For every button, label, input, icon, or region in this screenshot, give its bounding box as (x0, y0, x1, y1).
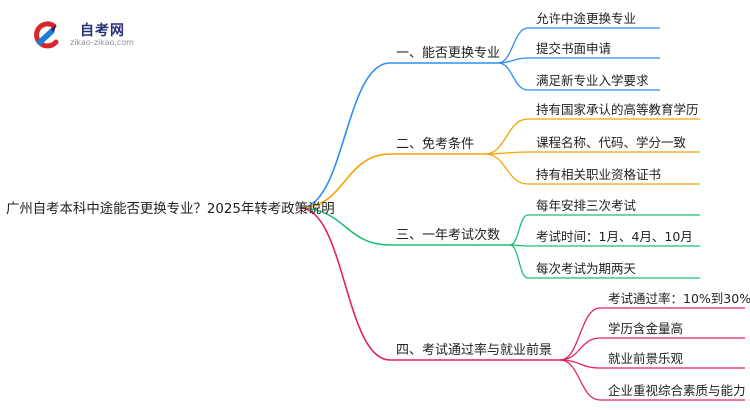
leaf-topic: 课程名称、代码、学分一致 (536, 135, 687, 150)
leaf-topic: 就业前景乐观 (608, 351, 684, 366)
leaf-connector (509, 214, 529, 246)
branch-topic-3: 三、一年考试次数 (396, 227, 500, 243)
branch-topic-2: 二、免考条件 (396, 136, 474, 152)
logo-title: 自考网 (80, 23, 125, 39)
leaf-connector (559, 307, 601, 361)
branch-connector-1 (299, 62, 391, 209)
leaf-connector (497, 62, 529, 91)
leaf-topic: 持有国家承认的高等教育学历 (536, 102, 699, 117)
leaf-connector (497, 27, 529, 64)
branch-connector-3 (299, 207, 391, 246)
leaf-topic: 考试时间：1月、4月、10月 (536, 229, 693, 244)
leaf-topic: 学历含金量高 (608, 321, 683, 336)
leaf-topic: 企业重视综合素质与能力 (608, 383, 746, 398)
leaf-connector (559, 337, 601, 361)
leaf-topic: 每年安排三次考试 (536, 198, 637, 213)
leaf-topic: 每次考试为期两天 (536, 261, 637, 276)
branch-topic-1: 一、能否更换专业 (396, 46, 500, 61)
logo-url: zikao-zikao.com (70, 38, 134, 47)
branch-topic-4: 四、考试通过率与就业前景 (396, 342, 552, 358)
branch-connector-4 (299, 207, 391, 361)
leaf-topic: 允许中途更换专业 (536, 11, 636, 26)
leaf-topic: 满足新专业入学要求 (536, 73, 649, 88)
leaf-connector (509, 244, 529, 279)
leaf-connector (497, 57, 529, 64)
leaf-topic: 提交书面申请 (536, 41, 611, 56)
leaf-topic: 持有相关职业资格证书 (536, 167, 661, 182)
logo-mark-icon (34, 21, 59, 49)
leaf-topic: 考试通过率：10%到30% (608, 291, 750, 306)
site-logo[interactable]: 自考网 zikao-zikao.com (30, 18, 140, 52)
branch-connector-2 (299, 153, 391, 209)
leaf-connector (559, 359, 601, 401)
leaf-connector (484, 153, 529, 185)
root-topic: 广州自考本科中途能否更换专业？2025年转考政策说明 (6, 200, 335, 217)
leaf-connector (484, 118, 529, 155)
